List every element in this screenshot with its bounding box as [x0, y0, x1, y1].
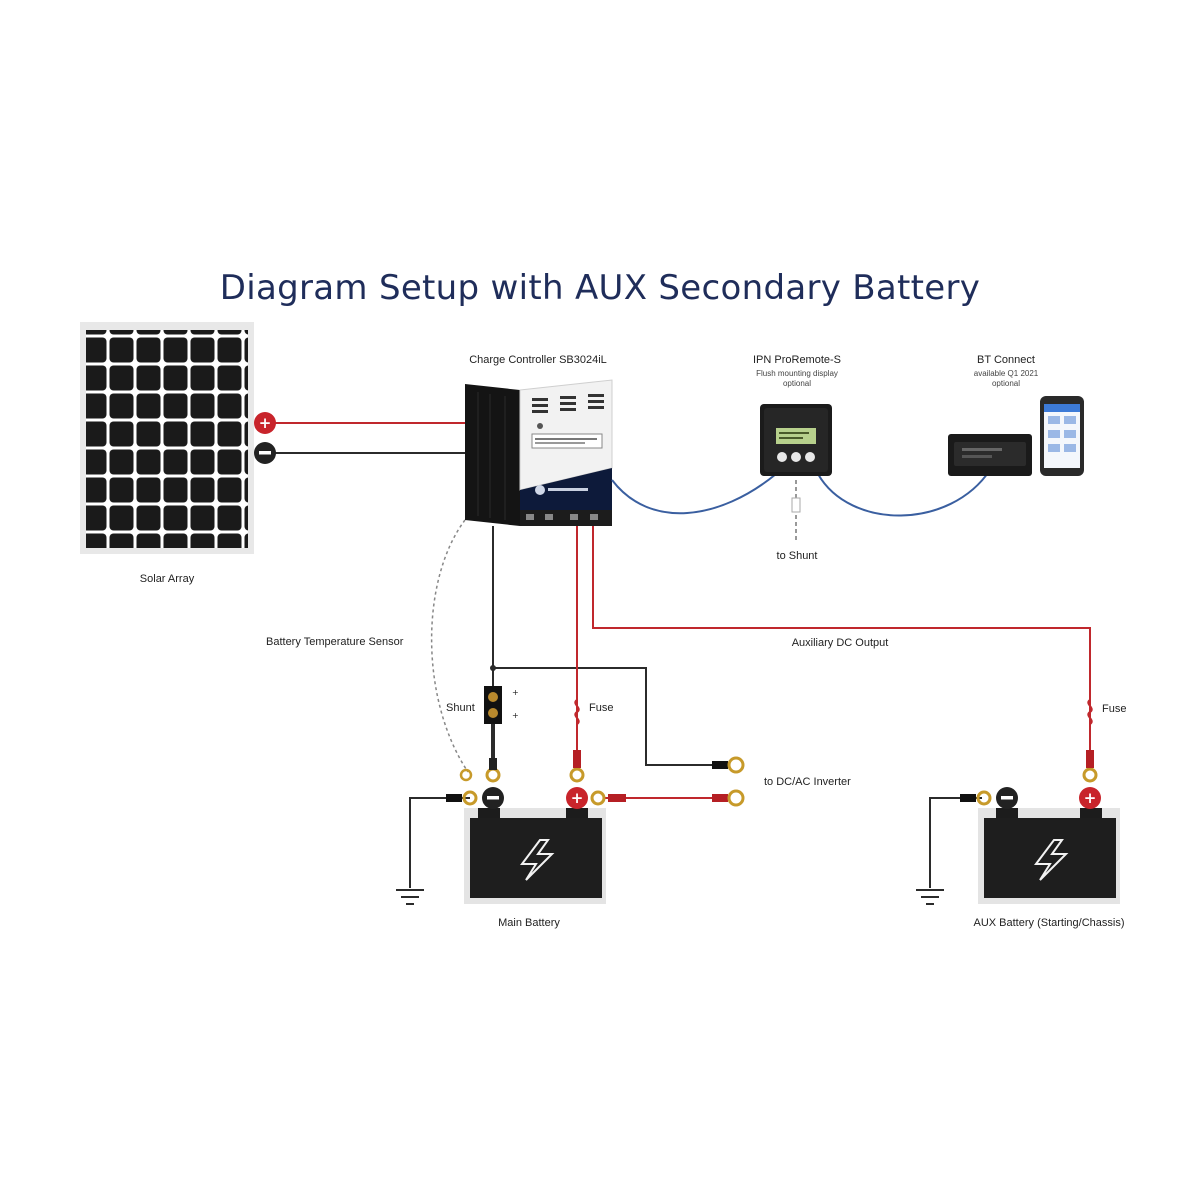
svg-text:+: + [1084, 789, 1097, 807]
shunt-icon [484, 686, 502, 760]
bluetooth-module-icon [948, 434, 1032, 476]
svg-text:+: + [571, 789, 584, 807]
charge-controller-label: Charge Controller SB3024iL [469, 354, 607, 366]
main-battery-negative-terminal [482, 787, 504, 809]
inverter-positive-wire [590, 789, 745, 807]
remote-display-icon [760, 404, 832, 476]
main-battery-icon [464, 808, 606, 904]
temperature-sensor-cable [430, 519, 469, 773]
data-cable-remote-to-bt [817, 469, 991, 517]
panel-negative-terminal-icon [254, 442, 276, 464]
smartphone-icon [1040, 396, 1084, 476]
fuse-icon [574, 699, 580, 725]
svg-text:+: + [512, 711, 519, 720]
svg-text:+: + [512, 688, 519, 697]
main-battery-positive-terminal: + [566, 787, 588, 809]
inverter-negative-wire [493, 667, 718, 766]
panel-positive-terminal-icon: + [254, 412, 276, 434]
fuse-main-label: Fuse [589, 702, 614, 714]
aux-ground-icon [916, 790, 992, 905]
inverter-negative-terminal [712, 756, 745, 774]
data-cable-controller-to-remote [611, 473, 777, 515]
ipn-remote-label: IPN ProRemote-S [752, 354, 842, 366]
main-battery-label: Main Battery [498, 917, 560, 929]
charge-controller-icon [465, 379, 613, 526]
to-inverter-label: to DC/AC Inverter [764, 776, 851, 788]
auxiliary-output-wire [592, 526, 1091, 770]
aux-battery-icon [978, 808, 1120, 904]
solar-array-label: Solar Array [139, 573, 195, 585]
aux-battery-label: AUX Battery (Starting/Chassis) [973, 917, 1125, 929]
ring-terminal-icon [459, 750, 1098, 783]
page-title: Diagram Setup with AUX Secondary Battery [219, 268, 981, 308]
shunt-label: Shunt [446, 702, 475, 714]
ipn-remote-sub1: Flush mounting display [756, 369, 838, 378]
ipn-remote-sub2: optional [782, 379, 812, 388]
to-shunt-label: to Shunt [776, 550, 818, 562]
controller-negative-wire [490, 526, 496, 686]
solar-panel-icon [80, 322, 254, 554]
battery-temperature-sensor-label: Battery Temperature Sensor [266, 636, 404, 648]
bt-connect-sub1: available Q1 2021 [973, 369, 1039, 378]
shunt-data-lead [791, 480, 801, 540]
aux-battery-negative-terminal [996, 787, 1018, 809]
fuse-aux-label: Fuse [1102, 703, 1127, 715]
ground-icon [396, 790, 478, 905]
bt-connect-sub2: optional [991, 379, 1021, 388]
svg-text:+: + [259, 414, 272, 432]
auxiliary-dc-output-label: Auxiliary DC Output [791, 637, 889, 649]
bt-connect-label: BT Connect [977, 354, 1035, 366]
aux-fuse-icon [1087, 699, 1093, 725]
aux-battery-positive-terminal: + [1079, 787, 1101, 809]
